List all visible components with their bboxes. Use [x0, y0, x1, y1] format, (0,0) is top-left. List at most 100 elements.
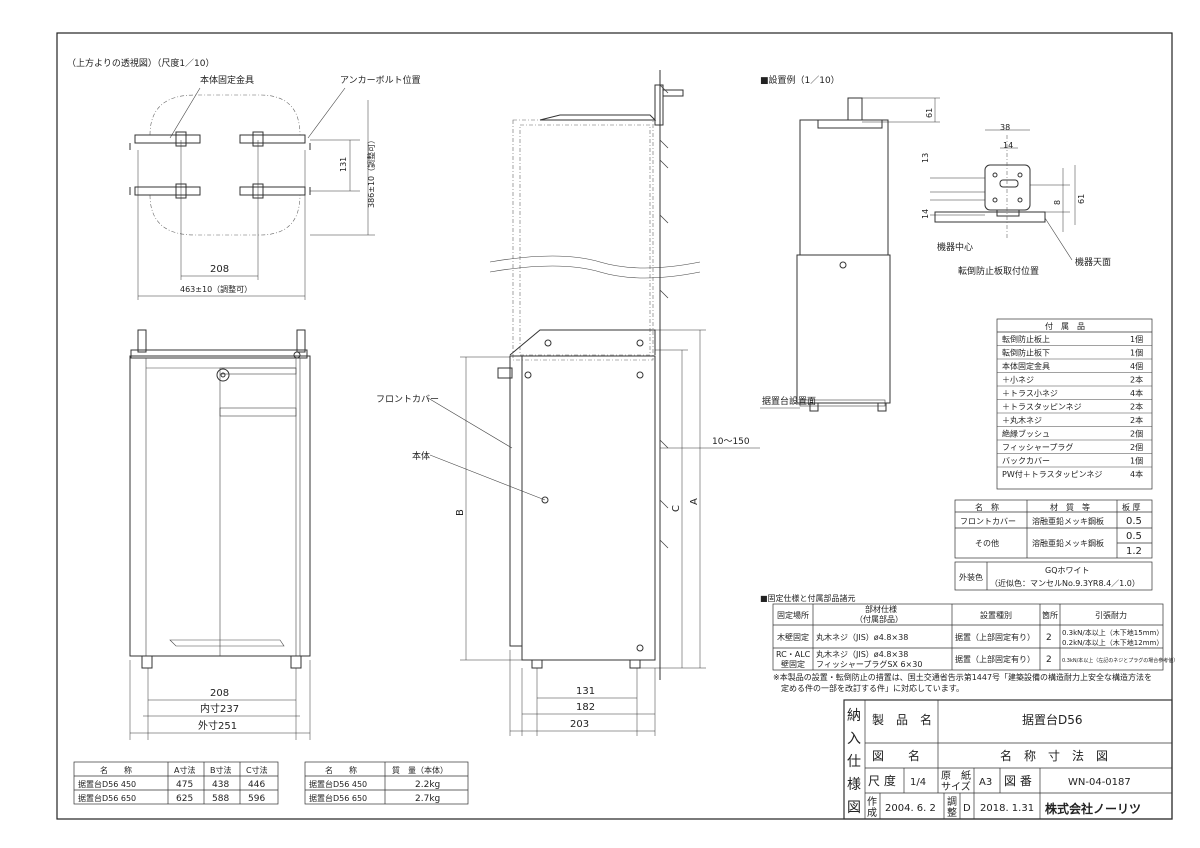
label-c: C [671, 505, 682, 512]
fix-row1-place: 木壁固定 [777, 632, 809, 642]
fix-header-spec-2: （付属部品） [855, 614, 903, 624]
fix-row1-spec: 丸木ネジ（JIS）ø4.8×38 [816, 632, 908, 642]
dim-14-top: 14 [1003, 141, 1013, 150]
fix-row2-count: 2 [1046, 655, 1052, 665]
dim-inner: 内寸237 [200, 702, 239, 715]
label-center: 機器中心 [937, 241, 973, 253]
weight-header-name: 名 称 [325, 765, 357, 775]
dim-203: 203 [570, 719, 589, 730]
dim-182: 182 [576, 702, 595, 713]
accessory-qty: 2本 [1130, 415, 1143, 425]
size-row2-b: 588 [212, 794, 229, 804]
dim-386: 386±10（調整可） [366, 136, 376, 208]
mat-header-material: 材 質 等 [1050, 502, 1090, 512]
label-b: B [455, 509, 466, 516]
fix-row1-type: 据置（上部固定有り） [955, 632, 1035, 642]
mat-row1-thickness: 0.5 [1126, 516, 1142, 527]
label-top: 機器天面 [1075, 256, 1111, 268]
side-view: フロントカバー 本体 B C A 10～150 131 182 203 [376, 70, 760, 736]
label-plate: 転倒防止板取付位置 [958, 265, 1039, 277]
tb-scale-label: 尺 度 [868, 773, 896, 788]
label-front-cover: フロントカバー [376, 394, 439, 405]
tb-adjusted-label-1: 調 [947, 795, 957, 808]
dim-208-top: 208 [210, 264, 229, 275]
fix-row2-spec-2: フィッシャープラグSX 6×30 [816, 659, 922, 669]
tb-side-2: 入 [847, 731, 861, 747]
size-header-b: B寸法 [210, 765, 232, 775]
tb-created-value: 2004. 6. 2 [885, 803, 936, 814]
size-row2-a: 625 [176, 794, 193, 804]
tb-revision: D [963, 803, 971, 814]
tb-number-label: 図 番 [1004, 774, 1032, 788]
mat-row1-name: フロントカバー [960, 517, 1016, 526]
accessory-name: ＋トラス小ネジ [1002, 389, 1058, 398]
tb-side-1: 納 [847, 708, 861, 724]
tb-side-5: 図 [847, 800, 861, 816]
fix-row1-strength-2: 0.2kN/本以上（木下地12mm） [1062, 638, 1163, 647]
dim-8: 8 [1053, 200, 1062, 205]
tb-scale-value: 1/4 [910, 777, 926, 788]
tb-drawing-name: 名 称 寸 法 図 [1000, 748, 1108, 763]
size-row2-c: 596 [248, 794, 265, 804]
accessory-name: フィッシャープラグ [1002, 442, 1073, 452]
dim-61-upper: 61 [925, 108, 934, 118]
accessory-name: 転倒防止板下 [1002, 348, 1050, 358]
accessory-qty: 1個 [1130, 456, 1143, 466]
tb-product-name: 据置台D56 [1022, 712, 1083, 727]
title-block: 納 入 仕 様 図 製 品 名 据置台D56 図 名 名 称 寸 法 図 尺 度… [843, 699, 1173, 820]
accessory-qty: 4本 [1130, 469, 1143, 479]
accessory-name: 本体固定金具 [1002, 361, 1050, 371]
fix-row2-type: 据置（上部固定有り） [955, 654, 1035, 664]
weight-row1-name: 据置台D56 450 [309, 779, 367, 789]
weight-row1-mass: 2.2kg [415, 780, 440, 790]
label-bracket: 本体固定金具 [200, 74, 254, 86]
finish-line1: GQホワイト [1045, 566, 1090, 575]
accessory-qty: 2本 [1130, 402, 1143, 412]
accessories-title: 付 属 品 [1045, 321, 1085, 331]
fix-row1-count: 2 [1046, 633, 1052, 643]
mat-row1-material: 溶融亜鉛メッキ鋼板 [1032, 516, 1104, 526]
accessory-name: バックカバー [1002, 457, 1050, 466]
perspective-view: （上方よりの透視図）（尺度1／10） 本体固定金具 アンカーボルト位置 [67, 57, 421, 300]
dim-38: 38 [1000, 123, 1010, 132]
dim-208-front: 208 [210, 688, 229, 699]
install-example: ■設置例（1／10） 61 据置台設置面 38 14 13 14 [760, 74, 1111, 412]
size-row1-name: 据置台D56 450 [78, 779, 136, 789]
fix-row2-spec-1: 丸木ネジ（JIS）ø4.8×38 [816, 649, 908, 659]
accessory-qty: 2個 [1130, 442, 1143, 452]
accessory-qty: 1個 [1130, 334, 1143, 344]
fix-header-count: 箇所 [1042, 610, 1058, 620]
accessory-qty: 1個 [1130, 348, 1143, 358]
fix-row2-place-2: 壁固定 [781, 659, 805, 669]
dim-14-left: 14 [921, 209, 930, 219]
tb-side-3: 仕 [847, 754, 861, 770]
tb-paper-label-2: サイズ [941, 780, 971, 793]
tb-created-label-1: 作 [867, 796, 877, 808]
dim-outer: 外寸251 [198, 719, 237, 732]
tb-created-label-2: 成 [867, 807, 877, 819]
fix-row2-place-1: RC・ALC [776, 650, 811, 659]
label-a: A [689, 498, 700, 505]
fix-header-type: 設置種別 [980, 610, 1012, 620]
accessory-name: ＋トラスタッピンネジ [1002, 403, 1082, 412]
tb-paper-label-1: 原 紙 [941, 769, 971, 782]
label-anchor: アンカーボルト位置 [340, 74, 421, 86]
tb-paper-value: A3 [979, 777, 992, 788]
dim-13: 13 [921, 153, 930, 163]
sheet-border [56, 32, 1173, 820]
size-header-a: A寸法 [174, 765, 195, 775]
size-table: 名 称 A寸法 B寸法 C寸法 据置台D56 450 475 438 446 据… [73, 761, 279, 805]
mat-row2-thickness-a: 0.5 [1126, 531, 1142, 542]
accessory-qty: 4個 [1130, 361, 1143, 371]
dim-131-perspective: 131 [339, 157, 348, 172]
mat-header-name: 名 称 [975, 502, 999, 512]
weight-table: 名 称 質 量（本体） 据置台D56 450 2.2kg 据置台D56 650 … [304, 761, 469, 805]
mat-row2-thickness-b: 1.2 [1126, 546, 1142, 557]
size-row1-c: 446 [248, 780, 265, 790]
dim-463: 463±10（調整可） [180, 284, 252, 294]
accessory-qty: 2個 [1130, 429, 1143, 439]
accessory-qty: 4本 [1130, 388, 1143, 398]
accessory-qty: 2本 [1130, 375, 1143, 385]
fix-header-spec-1: 部材仕様 [865, 604, 897, 614]
